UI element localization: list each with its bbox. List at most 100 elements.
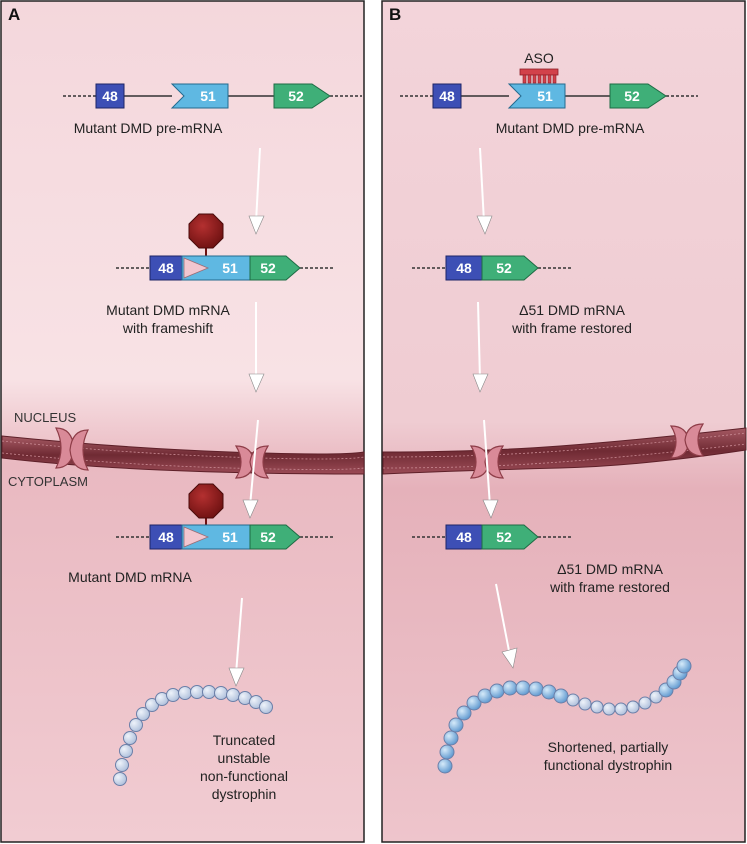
dystrophin-domain <box>190 685 204 699</box>
dystrophin-domain-faded <box>578 697 592 711</box>
dystrophin-domain <box>259 700 273 714</box>
dystrophin-domain <box>226 688 240 702</box>
nuclear-pore <box>55 423 705 479</box>
mrna-restored-b: 48 52 <box>412 255 572 281</box>
dystrophin-domain-faded <box>590 700 604 714</box>
exon-48-label: 48 <box>439 88 455 104</box>
exon-52-arrow <box>249 255 301 281</box>
mrna-b-label-line2: with frame restored <box>511 320 632 336</box>
dystrophin-domain <box>489 683 505 699</box>
mrna-cytoplasm-a: 48 51 52 <box>116 524 334 550</box>
dystrophin-domain <box>129 718 143 732</box>
dystrophin-domain-faded <box>602 702 616 716</box>
arrow-b-2 <box>472 301 489 393</box>
aso-label: ASO <box>524 50 554 66</box>
exon-48-box <box>445 255 483 281</box>
arrow-b-1 <box>476 147 493 235</box>
nuclear-membrane-a <box>1 435 365 475</box>
exon-48-box <box>432 83 462 109</box>
exon-52-arrow <box>481 524 539 550</box>
mrna-a-label-line1: Mutant DMD mRNA <box>106 302 230 318</box>
shortened-dystrophin <box>437 658 692 774</box>
exon-51-chevron <box>507 83 566 109</box>
mrna-a-label-line2: with frameshift <box>122 320 213 336</box>
pre-mrna-a-label: Mutant DMD pre-mRNA <box>74 120 223 136</box>
exon-52-arrow <box>273 83 331 109</box>
exon-51-chevron <box>170 83 229 109</box>
dystrophin-domain <box>515 680 531 696</box>
pre-mrna-b: 48 51 52 <box>400 83 698 109</box>
dystrophin-domain <box>448 717 464 733</box>
exon-51-label: 51 <box>200 88 216 104</box>
protein-b-line-1: Shortened, partially <box>548 739 669 755</box>
exon-51-label: 51 <box>222 260 238 276</box>
shortened-dystrophin-label: Shortened, partially functional dystroph… <box>544 739 672 773</box>
arrow-a-3 <box>242 419 259 519</box>
cytoplasm-label: CYTOPLASM <box>8 474 88 489</box>
mrna-cytoplasm-a-label: Mutant DMD mRNA <box>68 569 192 585</box>
panel-b-letter: B <box>389 5 401 24</box>
dystrophin-domain <box>676 658 692 674</box>
dystrophin-domain <box>115 758 129 772</box>
mrna-cytoplasm-b-label-line2: with frame restored <box>549 579 670 595</box>
dystrophin-domain-faded <box>626 700 640 714</box>
dystrophin-domain <box>502 680 518 696</box>
protein-b-line-2: functional dystrophin <box>544 757 672 773</box>
dystrophin-domain <box>136 707 150 721</box>
exon-48-label: 48 <box>456 260 472 276</box>
exon-48-label: 48 <box>456 529 472 545</box>
mrna-b-label-line1: Δ51 DMD mRNA <box>519 302 625 318</box>
dystrophin-domain-faded <box>614 702 628 716</box>
truncated-dystrophin <box>113 685 273 786</box>
dystrophin-domain <box>178 686 192 700</box>
exon-48-label: 48 <box>158 529 174 545</box>
dystrophin-domain <box>456 705 472 721</box>
arrow-b-3 <box>482 419 499 519</box>
truncated-dystrophin-label: Truncated unstable non-functional dystro… <box>200 732 288 802</box>
dystrophin-domain <box>214 686 228 700</box>
mrna-cytoplasm-b: 48 52 <box>412 524 572 550</box>
panel-a-background <box>0 0 365 843</box>
pre-mrna-a: 48 51 52 <box>63 83 362 109</box>
exon-52-arrow <box>249 524 301 550</box>
exon-52-label: 52 <box>624 88 640 104</box>
dystrophin-domain <box>528 681 544 697</box>
dystrophin-domain <box>439 744 455 760</box>
dystrophin-domain-faded <box>649 690 663 704</box>
dystrophin-domain <box>466 695 482 711</box>
dystrophin-domain <box>113 772 127 786</box>
dystrophin-domain <box>119 744 133 758</box>
arrow-b-4 <box>495 583 518 669</box>
aso-icon <box>519 68 559 84</box>
exon-48-label: 48 <box>102 88 118 104</box>
exon-51-label: 51 <box>537 88 553 104</box>
exon-52-label: 52 <box>260 529 276 545</box>
dystrophin-domain <box>202 685 216 699</box>
protein-a-line-4: dystrophin <box>212 786 277 802</box>
mrna-frameshift-a: 48 51 52 <box>116 255 334 281</box>
protein-a-line-1: Truncated <box>213 732 276 748</box>
dystrophin-domain <box>437 758 453 774</box>
dystrophin-domain <box>443 730 459 746</box>
exon-48-box <box>445 524 483 550</box>
arrow-a-1 <box>248 147 265 235</box>
exon-48-box <box>149 255 183 281</box>
dystrophin-domain-faded <box>566 693 580 707</box>
exon-48-box <box>149 524 183 550</box>
exon-52-label: 52 <box>496 529 512 545</box>
exon-52-label: 52 <box>496 260 512 276</box>
exon-51-label: 51 <box>222 529 238 545</box>
dystrophin-domain <box>553 688 569 704</box>
dystrophin-domain-faded <box>638 696 652 710</box>
frameshift-marker-icon <box>183 526 210 548</box>
dystrophin-domain <box>123 731 137 745</box>
nucleus-label: NUCLEUS <box>14 410 76 425</box>
exon-52-label: 52 <box>288 88 304 104</box>
frameshift-marker-icon <box>183 257 210 279</box>
protein-a-line-2: unstable <box>218 750 271 766</box>
mrna-cytoplasm-b-label-line1: Δ51 DMD mRNA <box>557 561 663 577</box>
exon-48-label: 48 <box>158 260 174 276</box>
exon-48-box <box>95 83 125 109</box>
